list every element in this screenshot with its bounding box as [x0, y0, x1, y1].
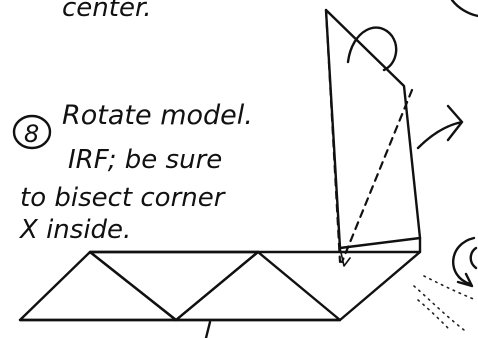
step-number-marker: 8	[12, 114, 52, 150]
text-line-inside: X inside.	[18, 215, 131, 245]
crease-tip	[339, 247, 351, 267]
circled-number-icon	[12, 114, 52, 150]
triangle-strip	[18, 236, 422, 338]
text-line-irf: IRF; be sure	[68, 145, 222, 175]
text-line-bisect: to bisect corner	[20, 183, 227, 213]
text-line-rotate: Rotate model.	[62, 100, 253, 131]
text-line-center: center.	[62, 0, 152, 23]
tall-flap	[324, 8, 422, 267]
motion-dots	[413, 275, 477, 331]
flap-outline	[324, 8, 422, 250]
triangle-left	[18, 250, 178, 322]
hollow-arrow-right-icon	[416, 104, 464, 150]
center-tick	[204, 320, 212, 338]
triangle-inverted-left	[88, 250, 260, 322]
triangle-middle	[174, 250, 342, 322]
fold-line-vertical	[324, 8, 342, 264]
flap-curl	[346, 26, 398, 72]
partial-stroke-top-right	[450, 0, 478, 18]
step-number: 8	[24, 120, 39, 148]
triangle-right-edge	[338, 236, 422, 322]
rotate-arrow-icon	[452, 236, 478, 288]
fold-line-diagonal	[340, 88, 414, 264]
